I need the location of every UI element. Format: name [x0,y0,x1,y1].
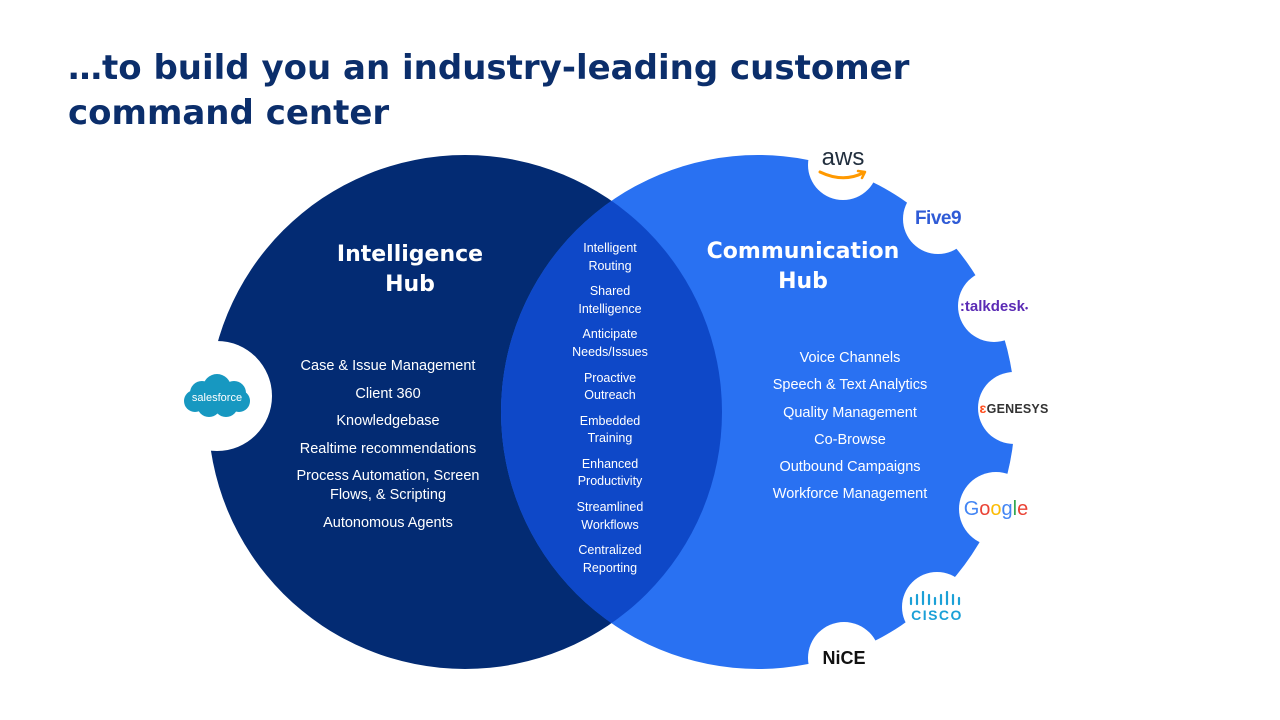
overlap-item-line: Proactive [583,370,637,385]
google-letter: G [963,497,980,520]
aws-smile-icon [818,169,867,180]
cisco-logo-badge: CISCO [902,572,972,642]
page-title-line-2: command center [68,93,390,133]
genesys-logo-badge: ɛGENESYS [978,372,1050,444]
genesys-mark-icon: ɛ [979,400,987,416]
communication-hub-title-line-1: Communication [706,239,900,264]
overlap-item-line: Enhanced [581,456,639,471]
overlap-item-line: Workflows [581,517,639,532]
list-item: Quality Management [783,404,917,421]
overlap-item-line: Intelligence [578,301,642,316]
talkdesk-text: talkdesk [964,297,1025,315]
talkdesk-dot-icon: • [1024,302,1029,313]
communication-hub-title-line-2: Hub [778,269,828,294]
google-letter: g [1001,497,1013,520]
overlap-item-line: Training [587,431,633,446]
salesforce-cloud-icon: salesforce [184,374,250,417]
list-item: Voice Channels [799,350,901,366]
overlap-item-line: Routing [588,258,632,273]
list-item: Co-Browse [814,431,886,448]
five9-logo-badge: Five9 [903,184,973,254]
intelligence-hub-title-line-1: Intelligence [336,242,484,267]
overlap-item-line: Needs/Issues [572,344,648,359]
genesys-text: GENESYS [986,402,1049,416]
google-wordmark: Google [964,498,1029,521]
talkdesk-wordmark: :talkdesk• [960,298,1028,315]
intelligence-hub-title: Intelligence Hub [310,240,510,300]
aws-logo-badge: aws [808,130,878,200]
list-item: Outbound Campaigns [779,459,921,476]
list-item: Case & Issue Management [300,358,476,374]
list-item: Realtime recommendations [299,440,477,457]
google-letter: l [1012,497,1018,520]
list-item: Client 360 [355,385,421,402]
list-item: Knowledgebase [336,413,440,429]
salesforce-wordmark: salesforce [192,392,242,404]
overlap-item-line: Embedded [579,413,641,428]
communication-hub-title: Communication Hub [703,237,903,297]
google-logo-badge: Google [959,472,1033,546]
list-item: Autonomous Agents [323,514,453,531]
genesys-wordmark: ɛGENESYS [979,400,1048,416]
overlap-region [501,155,722,669]
overlap-item-line: Reporting [582,560,638,575]
google-letter: o [979,497,991,520]
salesforce-logo-badge: salesforce [162,341,272,451]
communication-hub-list: Voice Channels Speech & Text Analytics Q… [752,349,948,513]
aws-logo: aws [815,145,871,185]
overlap-item-line: Intelligent [583,241,637,255]
talkdesk-dots-icon: : [959,297,965,315]
overlap-item-line: Centralized [578,543,642,558]
overlap-item-line: Productivity [577,474,643,489]
list-item: Speech & Text Analytics [772,377,928,394]
cisco-bars-icon [909,591,961,606]
list-item: Workforce Management [772,486,928,503]
intelligence-hub-list: Case & Issue Management Client 360 Knowl… [288,357,488,541]
five9-wordmark: Five9 [914,208,962,229]
cisco-wordmark: CISCO [911,607,963,623]
page-title: …to build you an industry-leading custom… [68,46,968,136]
intelligence-hub-title-line-2: Hub [385,272,435,297]
overlap-item-line: Outreach [584,388,636,403]
cisco-logo: CISCO [907,591,967,623]
overlap-item-line: Streamlined [576,500,644,515]
aws-wordmark: aws [821,144,865,171]
google-letter: o [990,497,1002,520]
overlap-item-line: Anticipate [582,327,638,342]
overlap-item-line: Shared [589,284,631,299]
nice-wordmark: NiCE [822,647,866,668]
nice-logo-badge: NiCE [808,622,880,694]
google-letter: e [1017,497,1029,520]
list-item: Process Automation, Screen Flows, & Scri… [296,468,480,503]
talkdesk-logo-badge: :talkdesk• [958,270,1030,342]
page-title-line-1: …to build you an industry-leading custom… [68,48,910,88]
